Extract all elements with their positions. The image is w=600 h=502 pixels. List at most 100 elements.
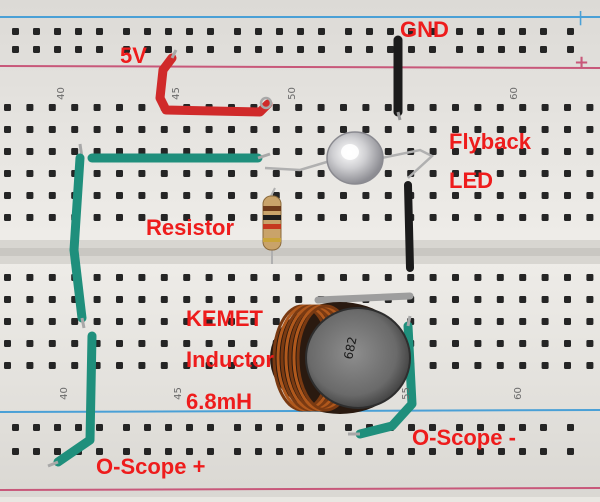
breadboard-hole (429, 148, 437, 155)
board-number-top-60: 60 (508, 87, 520, 100)
breadboard-hole (496, 340, 504, 347)
breadboard-hole (48, 148, 56, 155)
breadboard-hole (4, 148, 11, 155)
breadboard-hole (26, 192, 34, 199)
rail-minus-mark: | (578, 10, 584, 26)
breadboard-hole (345, 448, 352, 455)
breadboard-hole (318, 28, 325, 35)
breadboard-hole (93, 104, 101, 111)
breadboard-hole (295, 274, 303, 281)
breadboard-hole (250, 148, 258, 155)
breadboard-hole (207, 28, 214, 35)
breadboard-hole (317, 214, 325, 221)
breadboard-hole (541, 214, 549, 221)
label-gnd: GND (400, 17, 449, 42)
breadboard-hole (384, 214, 392, 221)
breadboard-hole (452, 274, 459, 281)
breadboard-hole (165, 28, 172, 35)
breadboard-hole (93, 170, 101, 177)
breadboard-hole (317, 148, 325, 155)
breadboard-hole (228, 170, 235, 177)
breadboard-hole (474, 296, 482, 303)
breadboard-hole (183, 274, 191, 281)
breadboard-hole (183, 126, 191, 133)
rail-line-red-bottom (0, 487, 600, 491)
breadboard-hole (586, 192, 594, 199)
label-oscope-plus: O-Scope + (96, 454, 206, 479)
breadboard-hole (228, 148, 235, 155)
breadboard-hole (48, 362, 56, 369)
breadboard-hole (144, 28, 151, 35)
breadboard-hole (183, 362, 191, 369)
breadboard-hole (384, 148, 392, 155)
breadboard-hole (429, 46, 436, 53)
breadboard-hole (586, 214, 594, 221)
breadboard-hole (255, 424, 262, 431)
breadboard-hole (228, 340, 235, 347)
breadboard-hole (26, 274, 34, 281)
breadboard-hole (452, 104, 459, 111)
breadboard-hole (93, 126, 101, 133)
breadboard-hole (48, 318, 56, 325)
breadboard-hole (429, 214, 437, 221)
breadboard-hole (228, 274, 235, 281)
breadboard-hole (540, 424, 547, 431)
breadboard-hole (54, 424, 61, 431)
breadboard-hole (564, 148, 571, 155)
breadboard-hole (317, 170, 325, 177)
breadboard-hole (452, 214, 459, 221)
breadboard-hole (144, 448, 151, 455)
breadboard-hole (586, 126, 594, 133)
breadboard-hole (564, 362, 571, 369)
breadboard-hole (541, 148, 549, 155)
breadboard-hole (540, 28, 547, 35)
breadboard-hole (183, 318, 191, 325)
breadboard-hole (71, 362, 79, 369)
breadboard-hole (519, 214, 527, 221)
breadboard-hole (26, 214, 34, 221)
breadboard-hole (541, 126, 549, 133)
breadboard-hole (54, 46, 61, 53)
breadboard-hole (183, 296, 191, 303)
breadboard-hole (318, 46, 325, 53)
label-inductance-value: 6.8mH (186, 389, 253, 414)
breadboard-hole (408, 28, 415, 35)
breadboard-hole (205, 318, 213, 325)
breadboard-hole (474, 126, 482, 133)
breadboard-hole (138, 362, 146, 369)
breadboard-hole (276, 448, 283, 455)
breadboard-hole (452, 148, 459, 155)
breadboard-hole (116, 214, 123, 221)
breadboard-hole (474, 318, 482, 325)
breadboard-hole (183, 148, 191, 155)
breadboard-hole (452, 170, 459, 177)
board-number-bottom-45: 45 (172, 387, 184, 400)
board-number-top-50: 50 (286, 87, 298, 100)
breadboard-hole (498, 46, 505, 53)
breadboard-hole (429, 424, 436, 431)
breadboard-hole (12, 424, 19, 431)
breadboard-hole (496, 192, 504, 199)
label-flyback: Flyback (449, 129, 531, 154)
kemet-inductor-core (305, 307, 411, 409)
breadboard-hole (250, 296, 258, 303)
breadboard-hole (317, 104, 325, 111)
breadboard-hole (384, 104, 392, 111)
breadboard-hole (48, 274, 56, 281)
breadboard-hole (4, 340, 11, 347)
breadboard-hole (429, 28, 436, 35)
breadboard-hole (4, 296, 11, 303)
breadboard-hole (362, 126, 370, 133)
breadboard-hole (183, 192, 191, 199)
breadboard-hole (474, 170, 482, 177)
breadboard-hole (429, 126, 437, 133)
breadboard-hole (452, 126, 459, 133)
breadboard-hole (429, 170, 437, 177)
breadboard-hole (207, 448, 214, 455)
breadboard-hole (116, 318, 123, 325)
breadboard-hole (541, 362, 549, 369)
breadboard-hole (144, 424, 151, 431)
breadboard-hole (165, 424, 172, 431)
breadboard-hole (71, 318, 79, 325)
